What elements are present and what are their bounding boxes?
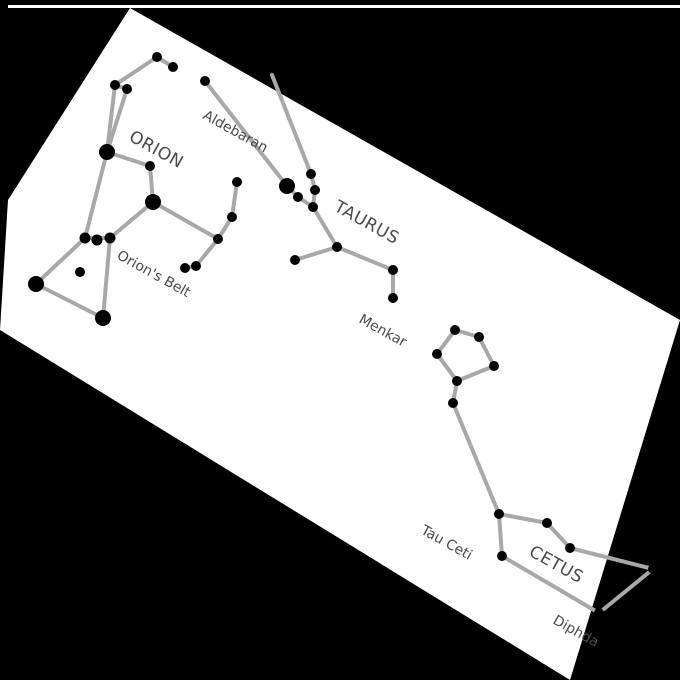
star (293, 192, 303, 202)
orion-stars (28, 52, 242, 326)
line (105, 83, 117, 154)
star (542, 518, 552, 528)
line (230, 180, 239, 219)
star (448, 398, 458, 408)
star (200, 76, 210, 86)
chart-paper (0, 8, 680, 680)
taurus-stars (200, 76, 398, 303)
star (110, 80, 120, 90)
line (335, 245, 395, 272)
star (648, 564, 658, 574)
line (497, 512, 504, 558)
line (83, 150, 109, 240)
line (435, 352, 459, 383)
line (194, 237, 220, 268)
star (489, 361, 499, 371)
star (168, 62, 178, 72)
line (500, 554, 601, 615)
star (310, 185, 320, 195)
line (34, 236, 87, 286)
star (213, 234, 223, 244)
line (151, 200, 220, 241)
star (388, 293, 398, 303)
star (388, 265, 398, 275)
line (451, 401, 501, 516)
star (232, 177, 242, 187)
line (597, 567, 655, 615)
belt-star (91, 234, 103, 246)
star (227, 212, 237, 222)
line (311, 205, 339, 249)
belt-star (79, 232, 91, 244)
star (494, 509, 504, 519)
line (455, 364, 496, 383)
line (34, 282, 105, 320)
star (145, 194, 161, 210)
star (290, 255, 300, 265)
star (122, 84, 132, 94)
line (108, 200, 155, 240)
star-aldebaran (279, 178, 295, 194)
star (180, 263, 190, 273)
top-border (8, 5, 680, 8)
line (293, 245, 339, 262)
star (332, 242, 342, 252)
star (474, 332, 484, 342)
star (452, 376, 462, 386)
star (306, 169, 316, 179)
line (270, 73, 313, 176)
star (191, 261, 201, 271)
star (75, 267, 85, 277)
line (545, 521, 572, 550)
line (105, 87, 129, 154)
star-betelgeuse (99, 144, 115, 160)
line (568, 546, 655, 571)
star (308, 202, 318, 212)
line (113, 55, 159, 87)
star-rigel (95, 310, 111, 326)
star (152, 52, 162, 62)
line (101, 236, 112, 320)
line (497, 512, 549, 525)
line (477, 335, 496, 368)
belt-star (104, 232, 116, 244)
star-tau-ceti (497, 551, 507, 561)
cetus-stars (432, 325, 658, 618)
star-menkar (432, 349, 442, 359)
star-saiph (28, 276, 44, 292)
star (145, 161, 155, 171)
star (450, 325, 460, 335)
star-diphda (594, 608, 604, 618)
star (565, 543, 575, 553)
line (203, 79, 289, 188)
